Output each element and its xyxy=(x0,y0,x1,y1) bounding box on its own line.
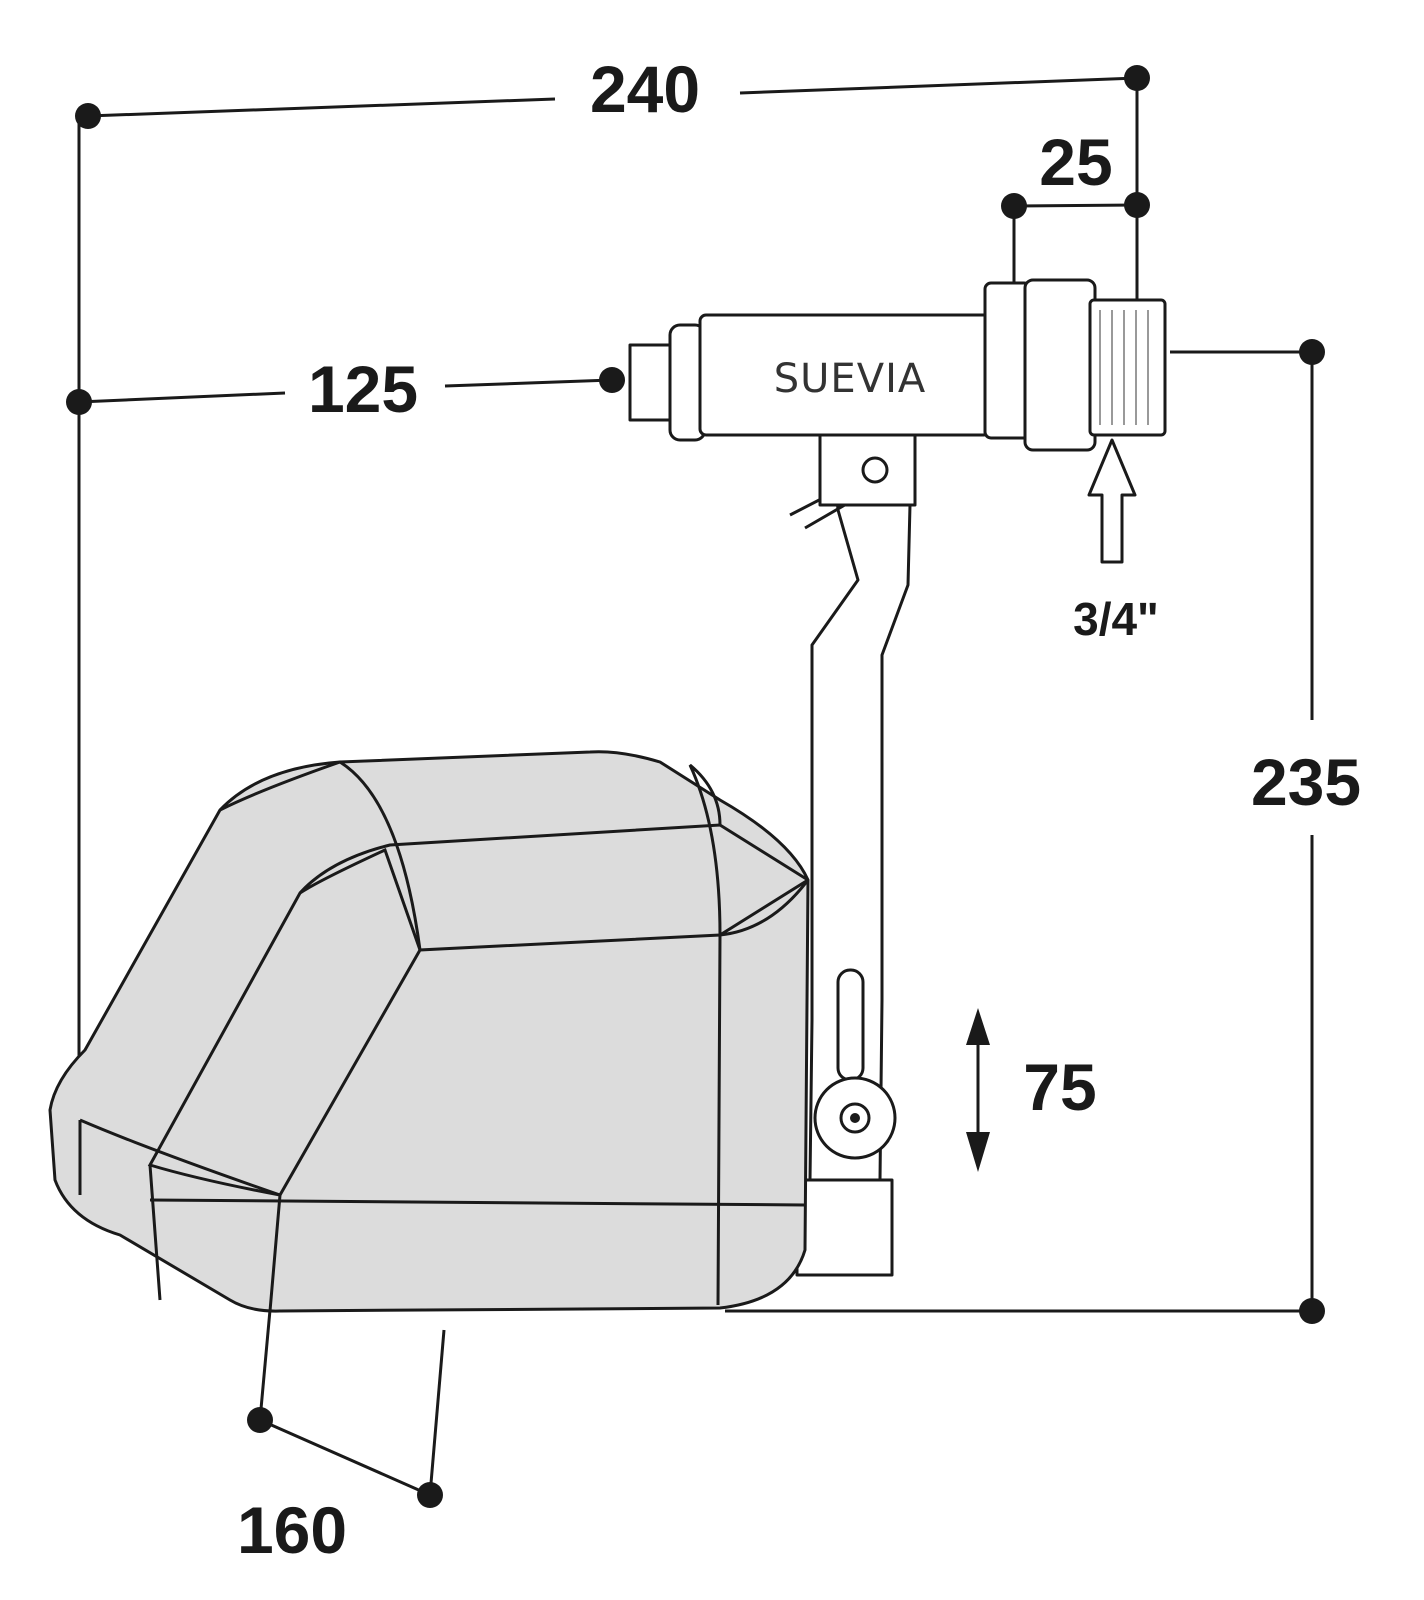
dimension-25: 25 xyxy=(1001,125,1150,290)
brand-label: SUEVIA xyxy=(774,356,926,402)
thread-size-label: 3/4" xyxy=(1073,593,1159,645)
threaded-inlet xyxy=(1088,298,1167,437)
dimension-240: 240 xyxy=(75,52,1150,1130)
float-ball xyxy=(48,750,810,1313)
dimension-240-label: 240 xyxy=(590,52,700,126)
dimension-75: 75 xyxy=(966,1008,1097,1172)
dimension-160: 160 xyxy=(237,1309,446,1567)
dimension-25-label: 25 xyxy=(1039,125,1112,199)
hex-nut xyxy=(1023,278,1097,452)
valve-body: SUEVIA xyxy=(628,278,1167,452)
dimension-235-label: 235 xyxy=(1251,745,1361,819)
dimension-125-label: 125 xyxy=(308,352,418,426)
dimension-235: 235 xyxy=(725,339,1361,1324)
inlet-arrow-icon xyxy=(1087,438,1137,564)
dimension-75-label: 75 xyxy=(1023,1050,1096,1124)
valve-cap xyxy=(628,343,674,422)
dimension-125: 125 xyxy=(66,352,625,426)
float-arm xyxy=(789,428,917,1277)
dimension-160-label: 160 xyxy=(237,1493,347,1567)
